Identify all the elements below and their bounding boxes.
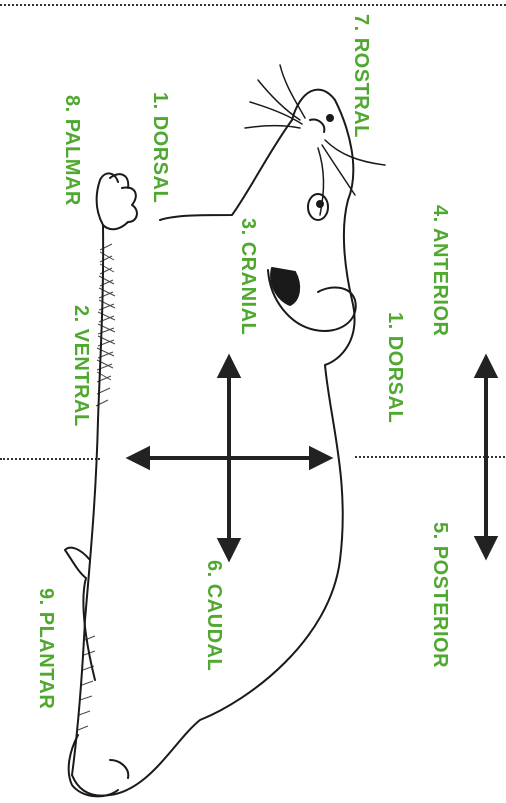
- label-ventral: 2. VENTRAL: [71, 305, 91, 427]
- label-posterior: 5. POSTERIOR: [430, 522, 450, 668]
- neck-outline: [160, 120, 292, 220]
- center-cross-arrows: [130, 358, 329, 558]
- label-dorsal-mid: 1. DORSAL: [385, 312, 405, 423]
- anterior-posterior-arrow: [477, 358, 495, 556]
- label-anterior: 4. ANTERIOR: [430, 205, 450, 336]
- label-caudal: 6. CAUDAL: [204, 560, 224, 671]
- label-dorsal-top: 1. DORSAL: [150, 92, 170, 203]
- label-rostral: 7. ROSTRAL: [351, 14, 371, 138]
- nose: [310, 120, 324, 132]
- label-cranial: 3. CRANIAL: [238, 218, 258, 335]
- label-plantar: 9. PLANTAR: [36, 588, 56, 709]
- front-paw: [97, 173, 137, 229]
- label-palmar: 8. PALMAR: [62, 95, 82, 206]
- hind-foot: [65, 548, 95, 680]
